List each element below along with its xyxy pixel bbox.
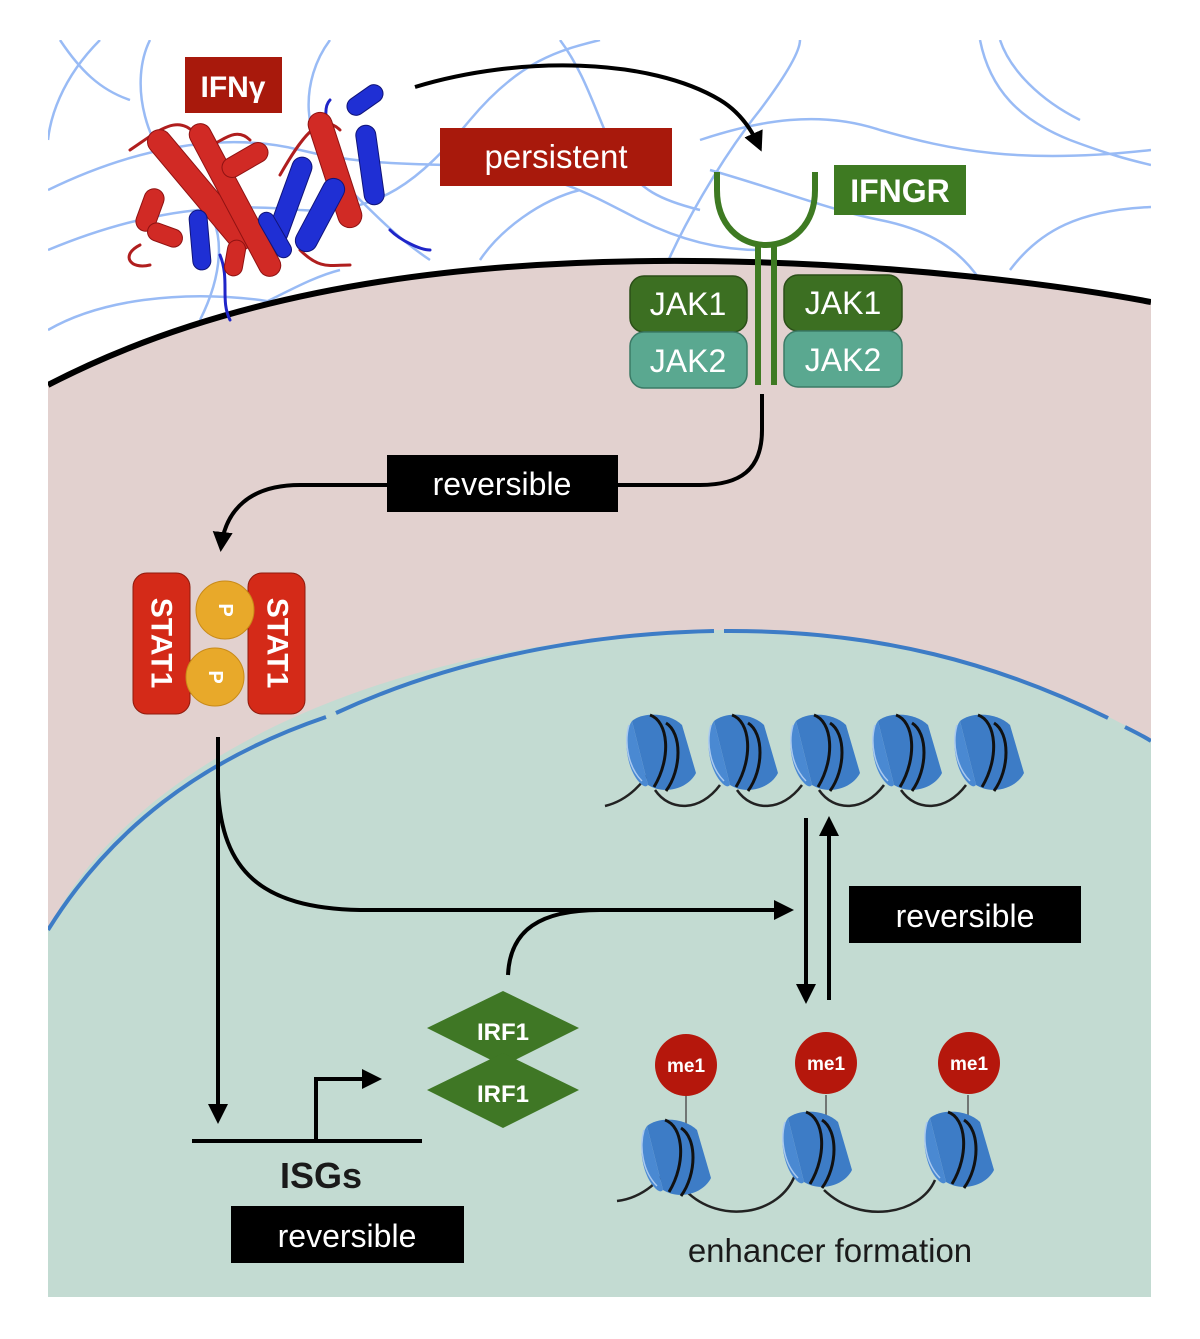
binding-arrow xyxy=(414,63,763,152)
ifng-label: IFNγ xyxy=(200,71,265,104)
me1-label: me1 xyxy=(667,1056,705,1077)
irf1-to-chromatin-arrow xyxy=(506,908,601,976)
phospho-bottom xyxy=(185,647,245,707)
me1-label: me1 xyxy=(807,1054,845,1075)
ifngr-label-box xyxy=(834,165,966,215)
nuclear-envelope xyxy=(48,628,1151,932)
irf1-top xyxy=(427,991,579,1066)
reversible-isgs-label: reversible xyxy=(278,1218,417,1254)
enhancer-chromatin: me1 me1 me1 xyxy=(616,1032,1000,1213)
me1-mark xyxy=(655,1034,717,1096)
reversible-cytoplasm-label: reversible xyxy=(433,466,572,502)
phospho-top xyxy=(195,580,255,640)
ifng-protein-structure xyxy=(127,84,432,322)
phospho-bottom-label: P xyxy=(204,670,226,683)
phospho-top-label: P xyxy=(214,603,236,616)
linker-dna xyxy=(604,769,968,808)
jak1-left-label: JAK1 xyxy=(650,286,726,322)
irf1-dimer: IRF1 IRF1 xyxy=(427,991,579,1128)
stat1-to-chromatin-arrow xyxy=(216,789,794,920)
reversible-chromatin-label: reversible xyxy=(896,898,1035,934)
stat1-right xyxy=(247,572,306,715)
irf1-bottom-label: IRF1 xyxy=(477,1081,529,1108)
jak2-right xyxy=(783,330,903,388)
jak1-right-label: JAK1 xyxy=(805,285,881,321)
jak2-left-label: JAK2 xyxy=(650,343,726,379)
isgs-label: ISGs xyxy=(280,1155,362,1196)
transcription-start-arrow xyxy=(314,1069,382,1141)
nucleus xyxy=(48,629,1151,1297)
stat1-left-label: STAT1 xyxy=(145,598,178,689)
me1-mark xyxy=(938,1032,1000,1094)
ifngr-label: IFNGR xyxy=(850,173,950,209)
enhancer-formation-label: enhancer formation xyxy=(688,1232,972,1269)
irf1-bottom xyxy=(427,1053,579,1128)
reversible-chromatin-box xyxy=(849,886,1081,943)
jak2-right-label: JAK2 xyxy=(805,342,881,378)
ifngr-receptor xyxy=(714,172,818,385)
me1-label: me1 xyxy=(950,1054,988,1075)
closed-chromatin xyxy=(604,713,1026,808)
persistent-label-box xyxy=(440,128,672,186)
reversible-cytoplasm-box xyxy=(387,455,618,512)
irf1-top-label: IRF1 xyxy=(477,1019,529,1046)
stat1-left xyxy=(132,572,191,715)
jak-complex-right: JAK1 JAK2 xyxy=(783,274,903,388)
stat1-right-label: STAT1 xyxy=(261,598,294,689)
reversible-isgs-box xyxy=(231,1206,464,1263)
stat1-dimer: STAT1 STAT1 P P xyxy=(132,572,306,715)
me1-mark xyxy=(795,1032,857,1094)
jak2-left xyxy=(629,331,748,389)
ifng-label-box xyxy=(185,57,282,113)
persistent-label: persistent xyxy=(484,138,627,175)
jak-complex-left: JAK1 JAK2 xyxy=(629,275,748,389)
